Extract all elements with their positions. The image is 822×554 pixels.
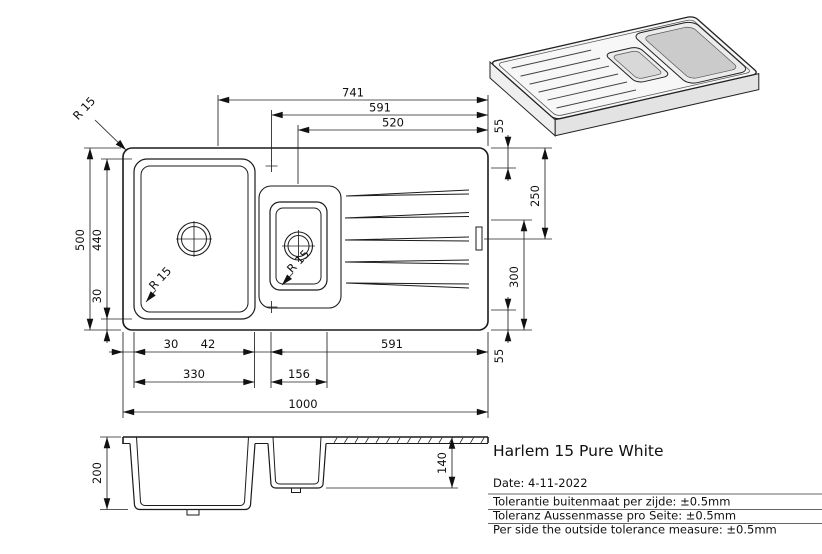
dim-591-bottom-label: 591 xyxy=(381,337,403,351)
main-bowl-section-inner xyxy=(136,436,249,506)
section-view xyxy=(122,436,489,516)
dim-741-label: 741 xyxy=(342,86,364,100)
product-date: Date: 4-11-2022 xyxy=(493,476,588,490)
iso-half-bowl-bottom xyxy=(612,50,663,79)
title-block: Harlem 15 Pure White Date: 4-11-2022 Tol… xyxy=(488,442,822,537)
dim-42-label: 42 xyxy=(201,337,216,351)
product-name: Harlem 15 Pure White xyxy=(493,442,664,460)
iso-drainboard-grooves xyxy=(512,50,636,108)
half-bowl-section-outer xyxy=(267,443,327,489)
dimensions-right: 55 250 300 55 xyxy=(484,119,552,364)
dimensions-left: 500 440 30 xyxy=(73,147,132,343)
half-bowl-recess xyxy=(258,185,342,309)
reference-crosses xyxy=(265,160,278,313)
section-top-edge xyxy=(122,436,489,444)
dimensions-bottom: 30 42 591 330 156 1000 xyxy=(109,332,489,418)
half-drain-stub xyxy=(291,487,301,493)
half-bowl-inner xyxy=(275,207,322,285)
dim-520-label: 520 xyxy=(382,116,404,130)
drainboard-grooves xyxy=(344,189,470,289)
half-bowl-rim xyxy=(269,201,328,291)
dim-300-label: 300 xyxy=(507,266,521,288)
dim-591-top-label: 591 xyxy=(369,101,391,115)
section-dimensions: 200 140 xyxy=(90,436,458,510)
half-bowl-section-inner xyxy=(272,436,322,485)
main-drain-stub xyxy=(186,509,200,516)
main-drain xyxy=(176,221,212,257)
main-bowl-inner xyxy=(140,165,249,313)
radius-main-bowl-label: R 15 xyxy=(146,264,174,293)
dim-500-label: 500 xyxy=(73,229,87,251)
iso-view xyxy=(489,16,760,137)
title-block-rules xyxy=(488,493,822,524)
plan-view xyxy=(122,147,489,331)
dim-440-label: 440 xyxy=(90,229,104,251)
dim-55-top-label: 55 xyxy=(492,119,506,134)
dim-55-bottom-label: 55 xyxy=(492,349,506,364)
main-bowl-section-outer xyxy=(129,443,256,511)
dim-30-bottom-label: 30 xyxy=(164,337,179,351)
dim-156-label: 156 xyxy=(288,367,310,381)
iso-main-bowl-bottom xyxy=(643,26,739,79)
dim-250-label: 250 xyxy=(528,185,542,207)
overflow-slot xyxy=(475,226,483,251)
dim-330-label: 330 xyxy=(183,367,205,381)
dim-140-label: 140 xyxy=(435,452,449,474)
drainboard-rib-ticks xyxy=(333,437,485,444)
dim-1000-label: 1000 xyxy=(288,397,317,411)
radius-outer-label: R 15 xyxy=(70,94,98,123)
tolerance-note-nl: Tolerantie buitenmaat per zijde: ±0.5mm xyxy=(492,495,730,509)
half-bowl-drain xyxy=(282,230,315,262)
tolerance-note-de: Toleranz Aussenmasse pro Seite: ±0.5mm xyxy=(492,509,736,523)
tolerance-note-en: Per side the outside tolerance measure: … xyxy=(493,523,777,537)
dim-200-label: 200 xyxy=(90,462,104,484)
dim-30-left-label: 30 xyxy=(90,289,104,304)
dimensions-top: 741 591 520 xyxy=(217,86,489,184)
main-bowl-rim xyxy=(133,158,256,320)
